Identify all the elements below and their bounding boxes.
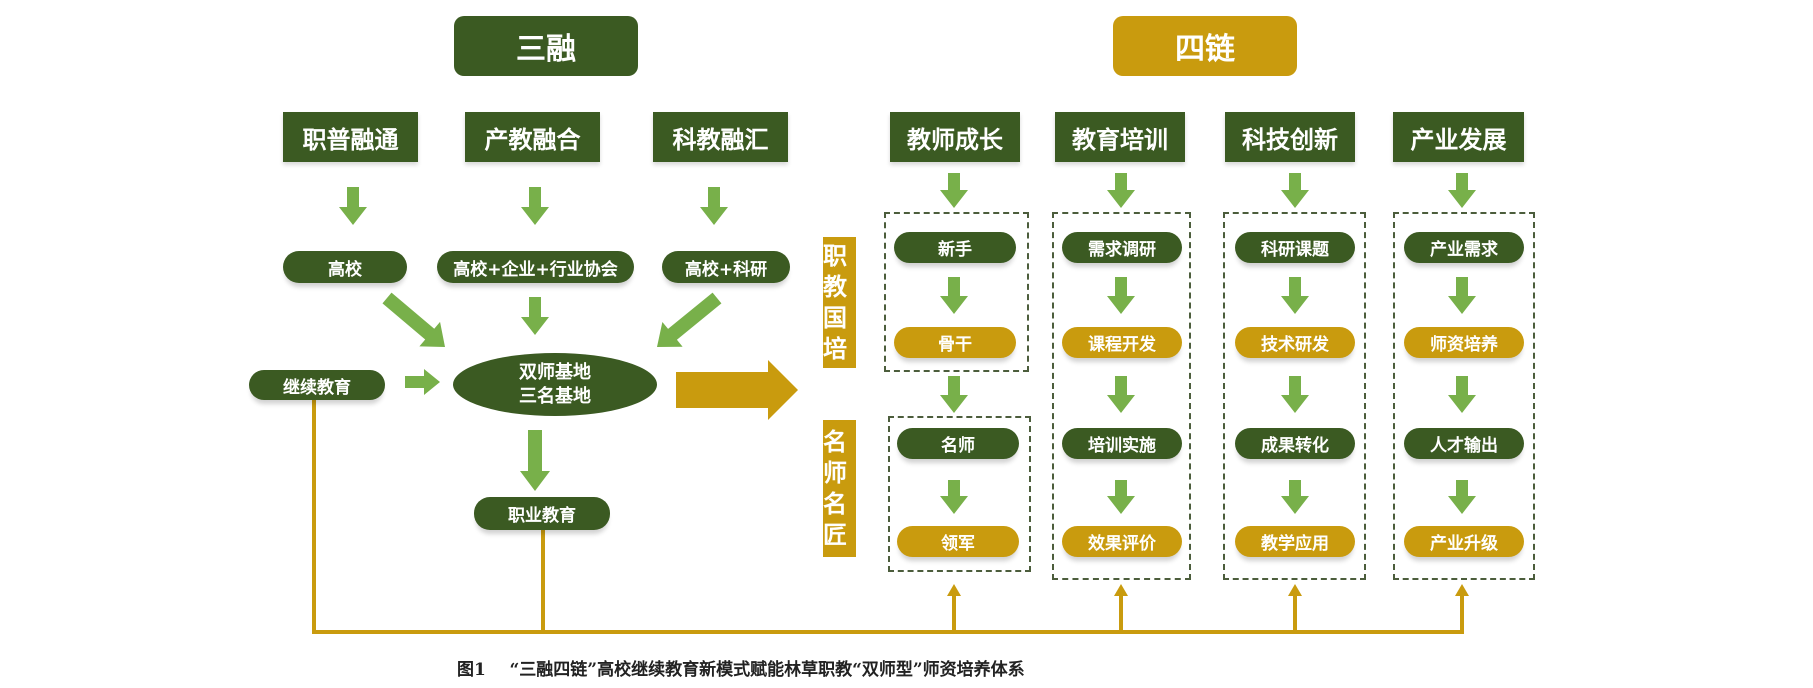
down-arrow-icon	[339, 187, 367, 225]
participant-university-enterprise: 高校+企业+行业协会	[437, 251, 634, 283]
vocational-education: 职业教育	[474, 497, 610, 530]
column-header-industry-development: 产业发展	[1393, 112, 1524, 162]
down-arrow-icon	[1281, 277, 1309, 314]
up-arrow-icon	[1288, 584, 1302, 632]
down-arrow-icon	[1448, 376, 1476, 413]
step-industry-demand: 产业需求	[1404, 232, 1524, 263]
up-arrow-icon	[1114, 584, 1128, 632]
step-leader: 领军	[897, 526, 1019, 557]
group-box-education-training	[1052, 212, 1191, 580]
step-tech-rd: 技术研发	[1235, 327, 1355, 358]
category-kejiao: 科教融汇	[653, 112, 788, 162]
participant-university: 高校	[283, 251, 407, 283]
down-arrow-icon	[700, 187, 728, 225]
participant-university-research: 高校+科研	[662, 251, 790, 283]
continuing-education: 继续教育	[249, 370, 385, 400]
down-arrow-icon	[521, 297, 549, 335]
step-teacher-cultivation: 师资培养	[1404, 327, 1524, 358]
down-arrow-icon	[520, 430, 550, 491]
down-arrow-icon	[1107, 277, 1135, 314]
group-box-master-teachers	[888, 416, 1031, 572]
sanrong-title: 三融	[454, 16, 638, 76]
group-box-national-training	[884, 212, 1029, 372]
step-teaching-application: 教学应用	[1235, 526, 1355, 557]
step-famous-teacher: 名师	[897, 428, 1019, 459]
step-training-implementation: 培训实施	[1062, 428, 1182, 459]
down-arrow-icon	[1281, 376, 1309, 413]
group-box-tech-innovation	[1223, 212, 1366, 580]
up-arrow-icon	[1455, 584, 1469, 632]
diagonal-arrow-icon	[382, 292, 445, 347]
column-header-tech-innovation: 科技创新	[1225, 112, 1355, 162]
step-novice: 新手	[894, 232, 1016, 263]
right-arrow-icon	[405, 369, 440, 395]
step-talent-output: 人才输出	[1404, 428, 1524, 459]
base-ellipse: 双师基地 三名基地	[453, 353, 657, 416]
diagonal-arrow-icon	[657, 292, 722, 347]
category-zhipu: 职普融通	[283, 112, 418, 162]
big-right-arrow-icon	[676, 360, 798, 420]
down-arrow-icon	[940, 277, 968, 314]
down-arrow-icon	[521, 187, 549, 225]
down-arrow-icon	[1281, 480, 1309, 514]
down-arrow-icon	[940, 173, 968, 208]
base-line2: 三名基地	[519, 385, 591, 407]
down-arrow-icon	[940, 480, 968, 514]
step-backbone: 骨干	[894, 327, 1016, 358]
side-label-master-teachers: 名师名匠	[823, 420, 856, 557]
step-course-development: 课程开发	[1062, 327, 1182, 358]
up-arrow-icon	[947, 584, 961, 632]
group-box-industry-development	[1393, 212, 1535, 580]
column-header-education-training: 教育培训	[1055, 112, 1185, 162]
down-arrow-icon	[1107, 480, 1135, 514]
base-line1: 双师基地	[519, 361, 591, 383]
down-arrow-icon	[1448, 277, 1476, 314]
side-label-national-training: 职教国培	[823, 237, 856, 368]
step-achievement-transfer: 成果转化	[1235, 428, 1355, 459]
down-arrow-icon	[1107, 376, 1135, 413]
step-research-topic: 科研课题	[1235, 232, 1355, 263]
category-chanjiao: 产教融合	[465, 112, 600, 162]
column-header-teacher-growth: 教师成长	[890, 112, 1020, 162]
caption-number: 图1	[457, 659, 486, 680]
down-arrow-icon	[1107, 173, 1135, 208]
step-industry-upgrade: 产业升级	[1404, 526, 1524, 557]
down-arrow-icon	[1448, 173, 1476, 208]
figure-caption: 图1 “三融四链”高校继续教育新模式赋能林草职教“双师型”师资培养体系	[457, 654, 1337, 680]
down-arrow-icon	[1448, 480, 1476, 514]
caption-text: “三融四链”高校继续教育新模式赋能林草职教“双师型”师资培养体系	[509, 659, 1025, 680]
down-arrow-icon	[1281, 173, 1309, 208]
step-effect-evaluation: 效果评价	[1062, 526, 1182, 557]
down-arrow-icon	[940, 376, 968, 413]
silian-title: 四链	[1113, 16, 1297, 76]
step-needs-research: 需求调研	[1062, 232, 1182, 263]
